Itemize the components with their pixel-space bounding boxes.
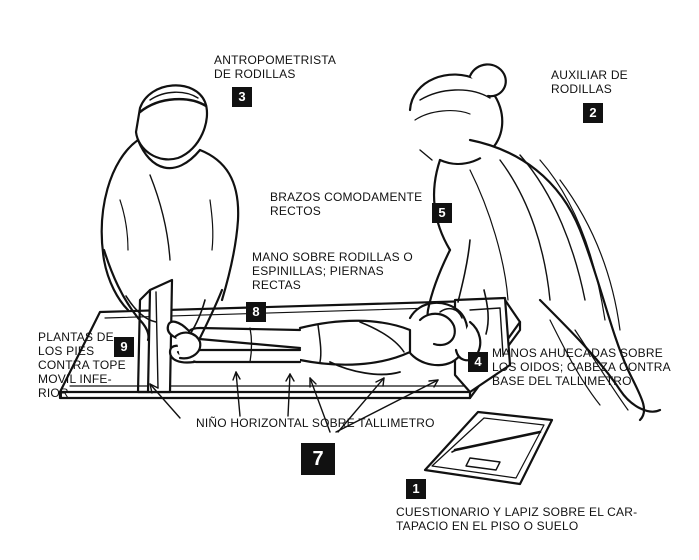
- label-line: BASE DEL TALLIMETRO: [492, 374, 632, 388]
- assistant-figure: [408, 63, 662, 422]
- label-cupped-hands: MANOS AHUECADAS SOBRE LOS OIDOS; CABEZA …: [492, 346, 671, 388]
- label-assistant: AUXILIAR DE RODILLAS: [551, 68, 628, 96]
- label-line: DE RODILLAS: [214, 67, 296, 81]
- pointer-arrows: [149, 371, 439, 433]
- label-line: ANTROPOMETRISTA: [214, 53, 337, 67]
- label-line: PLANTAS DE: [38, 330, 114, 344]
- badge-4: 4: [468, 352, 488, 372]
- label-line: AUXILIAR DE: [551, 68, 628, 82]
- label-line: CONTRA TOPE: [38, 358, 126, 372]
- label-soles-of-feet: PLANTAS DE LOS PIES CONTRA TOPE MOVIL IN…: [38, 330, 126, 400]
- label-line: BRAZOS COMODAMENTE: [270, 190, 423, 204]
- label-line: RIOR: [38, 386, 69, 400]
- label-arms: BRAZOS COMODAMENTE RECTOS: [270, 190, 422, 218]
- badge-9: 9: [114, 337, 134, 357]
- label-line: MOVIL INFE-: [38, 372, 112, 386]
- label-line: CUESTIONARIO Y LAPIZ SOBRE EL CAR-: [396, 505, 638, 519]
- measurer-figure: [100, 84, 240, 360]
- label-questionnaire: CUESTIONARIO Y LAPIZ SOBRE EL CAR- TAPAC…: [396, 505, 637, 533]
- label-line: TAPACIO EN EL PISO O SUELO: [396, 519, 579, 533]
- label-child-horizontal: NIÑO HORIZONTAL SOBRE TALLIMETRO: [196, 416, 435, 430]
- label-line: ESPINILLAS; PIERNAS: [252, 264, 384, 278]
- badge-1: 1: [406, 479, 426, 499]
- label-line: RECTOS: [270, 204, 321, 218]
- label-line: LOS OIDOS; CABEZA CONTRA: [492, 360, 671, 374]
- badge-3: 3: [232, 87, 252, 107]
- label-hand-on-knees: MANO SOBRE RODILLAS O ESPINILLAS; PIERNA…: [252, 250, 413, 292]
- label-line: RODILLAS: [551, 82, 612, 96]
- label-line: MANO SOBRE RODILLAS O: [252, 250, 413, 264]
- badge-7: 7: [301, 443, 335, 475]
- clipboard-illustration: [423, 410, 554, 486]
- label-anthropometrist: ANTROPOMETRISTA DE RODILLAS: [214, 53, 336, 81]
- label-line: LOS PIES: [38, 344, 95, 358]
- badge-8: 8: [246, 302, 266, 322]
- badge-5: 5: [432, 203, 452, 223]
- label-line: NIÑO HORIZONTAL SOBRE TALLIMETRO: [196, 416, 435, 430]
- label-line: RECTAS: [252, 278, 301, 292]
- badge-2: 2: [583, 103, 603, 123]
- label-line: MANOS AHUECADAS SOBRE: [492, 346, 663, 360]
